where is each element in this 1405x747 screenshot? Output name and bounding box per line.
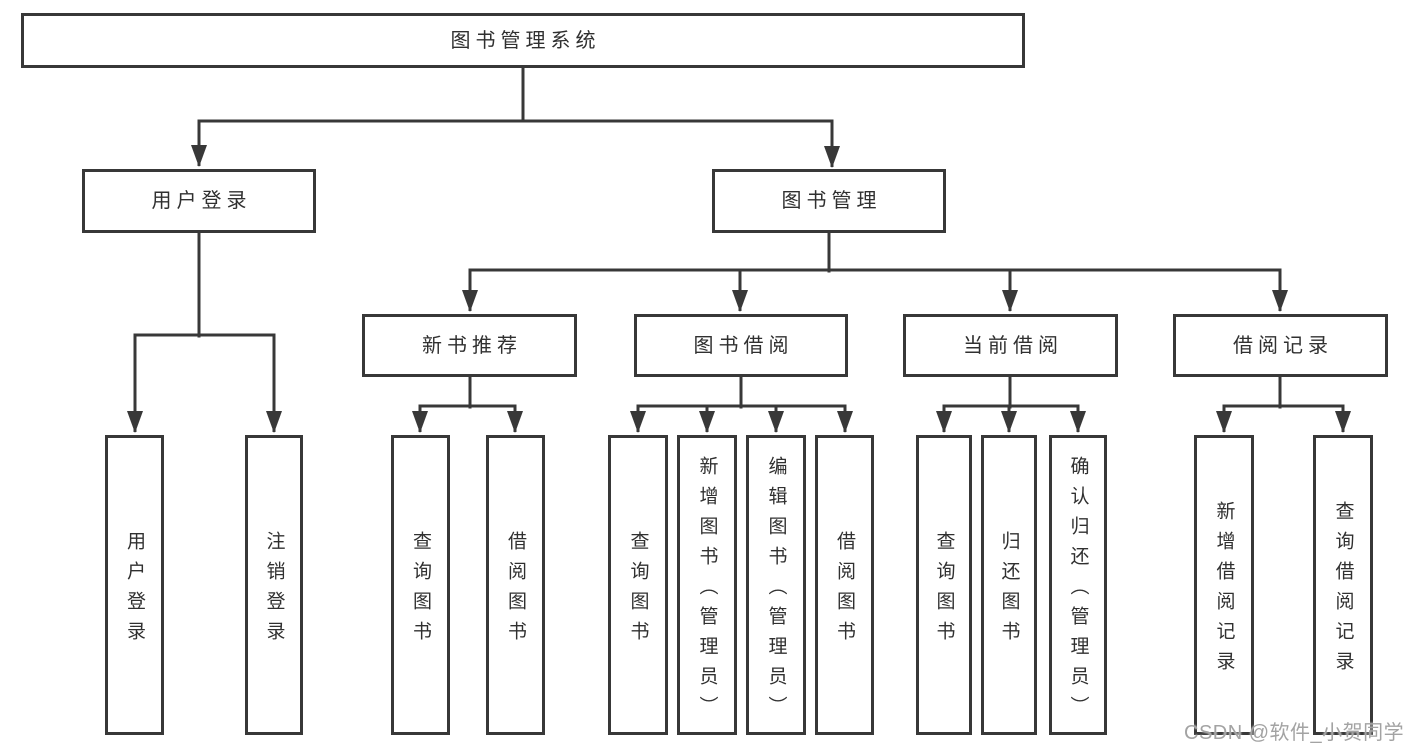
node-label: 图书借阅	[693, 334, 794, 357]
node-label: 图书管理	[781, 190, 882, 212]
node-book-borrow: 图书借阅	[634, 314, 848, 377]
leaf-newbook-query-books: 查询图书	[391, 435, 450, 735]
leaf-logout: 注销登录	[245, 435, 303, 735]
leaf-borrow-query-books: 查询图书	[608, 435, 668, 735]
node-label: 借阅记录	[1233, 334, 1333, 357]
node-current-borrow: 当前借阅	[903, 314, 1118, 377]
node-label: 当前借阅	[963, 334, 1063, 357]
leaf-label: 查询图书	[627, 530, 649, 651]
node-borrow-records: 借阅记录	[1173, 314, 1388, 377]
leaf-label: 归还图书	[998, 530, 1020, 651]
leaf-label: 确认归还（管理员）	[1067, 455, 1089, 726]
node-book-management: 图书管理	[712, 169, 946, 233]
leaf-current-return-books: 归还图书	[981, 435, 1037, 735]
leaf-user-login: 用户登录	[105, 435, 164, 735]
node-new-book-recommend: 新书推荐	[362, 314, 577, 377]
leaf-borrow-add-books-admin: 新增图书（管理员）	[677, 435, 737, 735]
node-label: 新书推荐	[422, 334, 522, 357]
leaf-label: 查询借阅记录	[1332, 500, 1354, 681]
leaf-current-confirm-return-admin: 确认归还（管理员）	[1049, 435, 1107, 735]
node-label: 图书管理系统	[450, 29, 601, 52]
leaf-label: 查询图书	[933, 530, 955, 651]
node-label: 用户登录	[151, 190, 252, 212]
leaf-label: 查询图书	[410, 530, 431, 651]
leaf-records-add-record: 新增借阅记录	[1194, 435, 1254, 735]
leaf-label: 编辑图书（管理员）	[765, 455, 787, 726]
csdn-watermark: CSDN @软件_小贺同学	[1184, 722, 1405, 744]
leaf-current-query-books: 查询图书	[916, 435, 972, 735]
leaf-records-query-record: 查询借阅记录	[1313, 435, 1373, 735]
leaf-label: 注销登录	[263, 530, 285, 651]
leaf-borrow-edit-books-admin: 编辑图书（管理员）	[746, 435, 806, 735]
leaf-label: 用户登录	[124, 530, 145, 651]
node-library-management-system: 图书管理系统	[21, 13, 1025, 68]
leaf-label: 新增借阅记录	[1213, 500, 1235, 681]
leaf-label: 借阅图书	[505, 530, 526, 651]
leaf-borrow-borrow-books: 借阅图书	[815, 435, 874, 735]
leaf-newbook-borrow-books: 借阅图书	[486, 435, 545, 735]
leaf-label: 新增图书（管理员）	[696, 455, 718, 726]
leaf-label: 借阅图书	[834, 530, 855, 651]
node-user-login: 用户登录	[82, 169, 316, 233]
